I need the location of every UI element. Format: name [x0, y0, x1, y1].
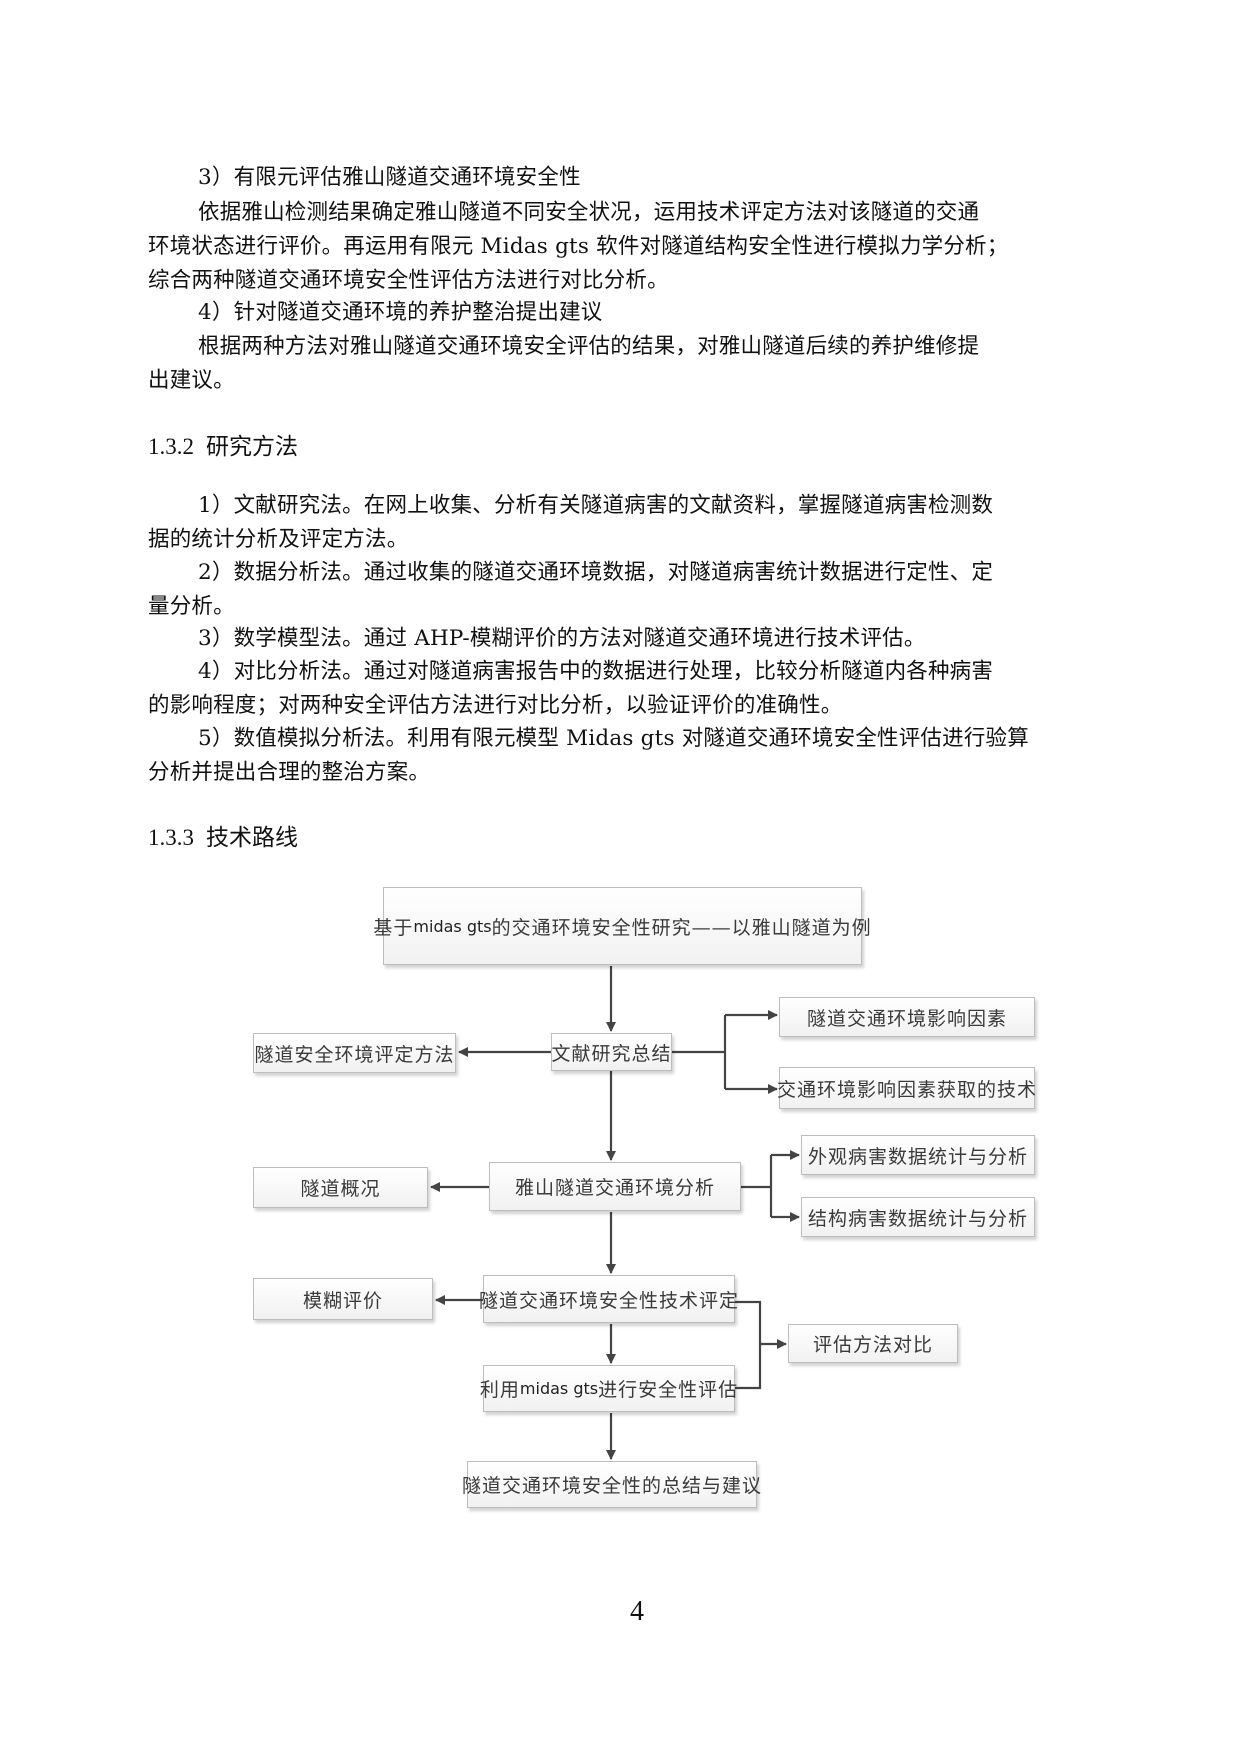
item4-title: 4）针对隧道交通环境的养护整治提出建议: [198, 300, 603, 325]
section-number: 1.3.2: [148, 434, 194, 459]
box-text: 基于: [373, 916, 414, 939]
box-text: 文献研究总结: [551, 1042, 672, 1065]
item3-title: 3）有限元评估雅山隧道交通环境安全性: [198, 165, 581, 190]
box-text: 隧道交通环境安全性技术评定: [479, 1289, 740, 1312]
flowchart-box-method-comparison: 评估方法对比: [788, 1324, 958, 1363]
flowchart-box-tunnel-overview: 隧道概况: [253, 1167, 428, 1208]
box-text: 评估方法对比: [812, 1334, 933, 1356]
flowchart-box-technical-assessment: 隧道交通环境安全性技术评定: [479, 1275, 738, 1323]
box-text: 进行安全性评估: [598, 1379, 739, 1401]
method-line: 分析并提出合理的整治方案。: [148, 760, 431, 785]
box-text: 外观病害数据统计与分析: [807, 1145, 1028, 1168]
box-text: 隧道交通环境安全性的总结与建议: [462, 1475, 763, 1497]
method-line: 据的统计分析及评定方法。: [148, 527, 409, 552]
box-text: 的交通环境安全性研究——以雅山隧道为例: [491, 916, 872, 939]
item3-text-line: 综合两种隧道交通环境安全性评估方法进行对比分析。: [148, 268, 669, 293]
item4-text-line: 出建议。: [148, 368, 235, 393]
flowchart-box-factor-acquisition: 交通环境影响因素获取的技术: [777, 1067, 1038, 1109]
flowchart-box-surface-defects: 外观病害数据统计与分析: [801, 1135, 1035, 1175]
flowchart-box-influence-factors: 隧道交通环境影响因素: [779, 997, 1035, 1037]
item3-text-line: 环境状态进行评价。再运用有限元 Midas gts 软件对隧道结构安全性进行模拟…: [148, 234, 1009, 259]
box-text: 隧道交通环境影响因素: [806, 1007, 1007, 1030]
item3-text-line: 依据雅山检测结果确定雅山隧道不同安全状况，运用技术评定方法对该隧道的交通: [198, 200, 980, 225]
flowchart-box-yashan-analysis: 雅山隧道交通环境分析: [489, 1162, 741, 1211]
flowchart-box-evaluation-methods: 隧道安全环境评定方法: [253, 1033, 456, 1073]
section-title: 研究方法: [206, 434, 298, 460]
method-line: 的影响程度；对两种安全评估方法进行对比分析，以验证评价的准确性。: [148, 693, 843, 718]
method-line: 4）对比分析法。通过对隧道病害报告中的数据进行处理，比较分析隧道内各种病害: [198, 659, 994, 684]
box-text: 利用: [479, 1379, 520, 1401]
flowchart-box-structural-defects: 结构病害数据统计与分析: [801, 1197, 1035, 1237]
box-text: 交通环境影响因素获取的技术: [777, 1078, 1038, 1101]
box-text: 隧道概况: [300, 1178, 381, 1200]
section-heading-1-3-3: 1.3.3 技术路线: [148, 823, 298, 853]
method-line: 5）数值模拟分析法。利用有限元模型 Midas gts 对隧道交通环境安全性评估…: [198, 726, 1029, 751]
method-line: 3）数学模型法。通过 AHP-模糊评价的方法对隧道交通环境进行技术评估。: [198, 626, 926, 651]
flowchart-box-fuzzy-evaluation: 模糊评价: [253, 1278, 433, 1320]
method-line: 1）文献研究法。在网上收集、分析有关隧道病害的文献资料，掌握隧道病害检测数: [198, 493, 994, 518]
section-heading-1-3-2: 1.3.2 研究方法: [148, 432, 298, 462]
box-text: 隧道安全环境评定方法: [254, 1043, 455, 1066]
box-text: 模糊评价: [302, 1289, 383, 1312]
method-line: 2）数据分析法。通过收集的隧道交通环境数据，对隧道病害统计数据进行定性、定: [198, 560, 994, 585]
flowchart-box-summary-suggestions: 隧道交通环境安全性的总结与建议: [462, 1461, 761, 1508]
method-line: 量分析。: [148, 594, 235, 619]
box-text-latin: midas gts: [413, 916, 492, 936]
flowchart-box-literature-summary: 文献研究总结: [551, 1033, 672, 1071]
box-text: 雅山隧道交通环境分析: [514, 1177, 715, 1199]
item4-text-line: 根据两种方法对雅山隧道交通环境安全评估的结果，对雅山隧道后续的养护维修提: [198, 334, 980, 359]
box-text-latin: midas gts: [519, 1379, 599, 1398]
page-number: 4: [630, 1596, 644, 1627]
box-text: 结构病害数据统计与分析: [807, 1207, 1028, 1230]
section-number: 1.3.3: [148, 825, 194, 850]
section-title: 技术路线: [206, 825, 298, 851]
